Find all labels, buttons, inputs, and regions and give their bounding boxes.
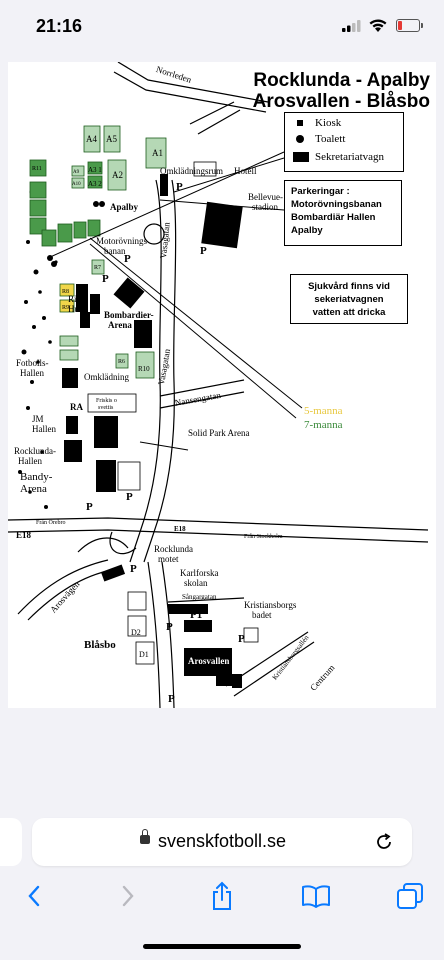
chevron-right-icon [120,884,136,908]
field-a9: A9 [73,168,79,178]
tabs-button[interactable] [390,876,430,916]
parking-marker-6: P [86,502,93,512]
label-ridhus-1: Rid- [68,294,84,304]
label-bombardier-1: Bombardier- [104,310,154,320]
label-karlforska-1: Karlforska [180,568,218,578]
label-fotbollshallen-1: Fotbolls- [16,358,49,368]
home-indicator[interactable] [143,944,301,949]
label-omkladningsrum: Omklädningsrum [160,166,223,176]
field-r7: R7 [94,263,101,273]
toilet-icon [296,135,304,143]
cellular-signal-icon [342,20,362,32]
label-stadion: stadion [252,202,278,212]
clock: 21:16 [36,16,82,37]
label-ridhus-2: Hus [68,304,83,314]
label-kristiansborgs-1: Kristiansborgs [244,600,296,610]
label-motorovningsbanan-1: Motorövnings [96,236,147,246]
label-rocklundamotet-2: motet [158,554,179,564]
status-bar: 21:16 [0,0,444,54]
label-jm-2: Hallen [32,424,56,434]
label-kristiansborgs-2: badet [252,610,272,620]
field-a1: A1 [152,148,163,158]
label-apalby: Apalby [110,202,138,212]
battery-icon [396,19,420,32]
parking-marker-9: P [238,634,245,644]
event-map-image: Rocklunda - Apalby Arosvallen - Blåsbo K… [8,62,436,708]
field-a2: A2 [112,170,123,180]
field-a5: A5 [106,134,117,144]
label-fran-stockholm: Från Stockholm [244,532,283,542]
label-karlforska-2: skolan [184,578,208,588]
map-title-line2: Arosvallen - Blåsbo [230,91,430,112]
label-bandy-1: Bandy- [20,472,52,482]
address-bar[interactable]: svenskfotboll.se [32,818,412,866]
share-icon [210,881,234,911]
map-legend: Kiosk Toalett Sekretariatvagn [284,112,404,172]
wifi-icon [368,18,388,33]
parking-info-box: Parkeringar : Motorövningsbanan Bombardi… [284,180,402,246]
label-omkladning: Omklädning [84,372,129,382]
chevron-left-icon [26,884,42,908]
previous-tab-preview[interactable] [0,818,22,866]
map-title: Rocklunda - Apalby Arosvallen - Blåsbo [230,70,430,112]
label-5-manna: 5-manna [304,406,342,416]
label-rocklundahallen-1: Rocklunda- [14,446,56,456]
forward-button[interactable] [108,876,148,916]
parking-marker-10: P [168,694,175,704]
label-bandy-2: Arena [20,484,47,494]
field-a10: A10 [72,180,81,190]
label-friskis-2: svettis [98,403,113,413]
bookmarks-button[interactable] [296,876,336,916]
field-a4: A4 [86,134,97,144]
label-hotell: Hotell [234,166,257,176]
book-icon [301,884,331,908]
label-e18-east: E18 [174,524,186,534]
reload-icon[interactable] [374,832,394,852]
label-7-manna: 7-manna [304,420,342,430]
battery-cap [421,23,423,28]
field-a3-2: A3 2 [88,179,102,189]
medical-info-box: Sjukvård finns vid sekeriatvagnen vatten… [290,274,408,324]
label-e18-west: E18 [16,530,31,540]
field-r6: R6 [118,357,125,367]
browser-toolbar [0,876,444,920]
label-ra: RA [70,402,83,412]
label-solid-park-arena: Solid Park Arena [188,428,250,438]
parking-marker-5: P [126,492,133,502]
field-a3-1: A3 1 [88,165,102,175]
field-r11: R11 [32,164,42,174]
label-bombardier-2: Arena [108,320,132,330]
lock-icon [140,835,150,844]
label-fran-orebro: Från Örebro [36,518,66,528]
label-sangargatan: Sångargatan [182,592,216,602]
label-motorovningsbanan-2: banan [104,246,126,256]
map-title-line1: Rocklunda - Apalby [230,70,430,91]
back-button[interactable] [14,876,54,916]
parking-marker-4: P [102,274,109,284]
tabs-icon [396,882,424,910]
label-rocklundamotet-1: Rocklunda [154,544,193,554]
label-jm-1: JM [32,414,44,424]
label-arosvallen: Arosvallen [188,656,229,666]
parking-marker-p1: P1 [190,610,202,620]
label-blasbo: Blåsbo [84,640,116,650]
url-text[interactable]: svenskfotboll.se [158,831,286,852]
label-fotbollshallen-2: Hallen [20,368,44,378]
parking-marker-1: P [176,182,183,192]
field-d1: D1 [139,650,149,660]
parking-marker-3: P [124,254,131,264]
label-rocklundahallen-2: Hallen [18,456,42,466]
field-r10: R10 [138,364,150,374]
secretariat-icon [293,152,309,162]
parking-marker-2: P [200,246,207,256]
parking-marker-8: P [166,622,173,632]
parking-marker-7: P [130,564,137,574]
field-d2: D2 [131,628,141,638]
label-bellevue: Bellevue- [248,192,283,202]
share-button[interactable] [202,876,242,916]
kiosk-icon [297,120,303,126]
